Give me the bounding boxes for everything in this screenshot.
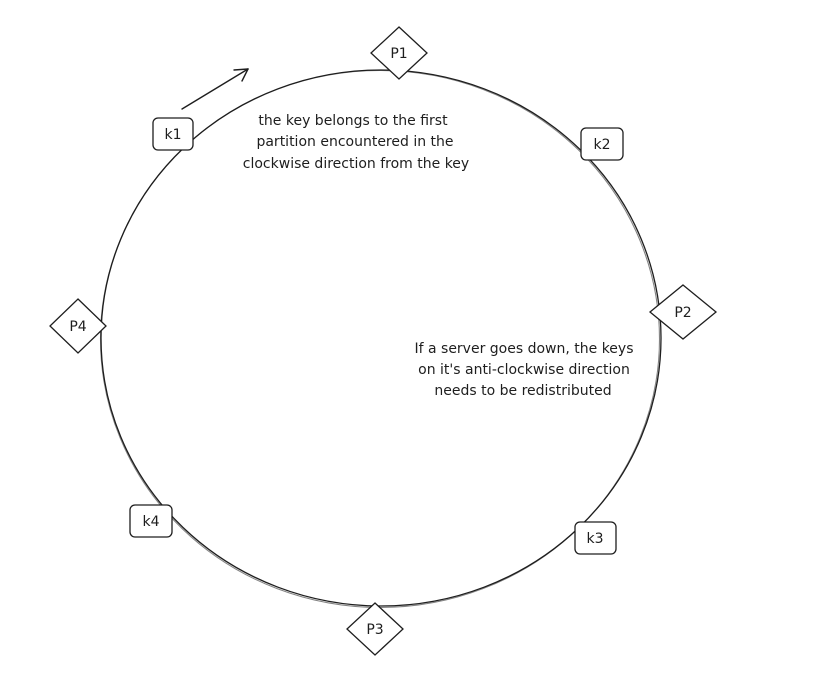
partition-p4-label: P4 <box>69 319 86 335</box>
failure-redistribution-note: If a server goes down, the keys on it's … <box>414 341 633 399</box>
clockwise-note-line-1: the key belongs to the first <box>258 113 448 129</box>
clockwise-arrow-icon <box>181 68 249 110</box>
partition-p2: P2 <box>648 284 718 340</box>
partition-p3-label: P3 <box>366 622 383 638</box>
key-k4: k4 <box>129 504 173 538</box>
failure-note-line-1: If a server goes down, the keys <box>414 341 633 357</box>
key-k4-label: k4 <box>142 514 159 530</box>
partition-p1-label: P1 <box>390 46 407 62</box>
partition-p1: P1 <box>370 26 428 80</box>
failure-note-line-3: needs to be redistributed <box>434 383 611 399</box>
key-k2: k2 <box>580 127 624 161</box>
key-k3: k3 <box>574 521 617 555</box>
clockwise-note-line-2: partition encountered in the <box>256 134 453 150</box>
key-k2-label: k2 <box>593 137 610 153</box>
key-k1-label: k1 <box>164 127 181 143</box>
clockwise-rule-note: the key belongs to the first partition e… <box>243 113 469 172</box>
key-k1: k1 <box>152 117 194 151</box>
key-k3-label: k3 <box>586 531 603 547</box>
partition-p2-label: P2 <box>674 305 691 321</box>
partition-p4: P4 <box>49 298 107 354</box>
partition-p3: P3 <box>346 602 404 656</box>
clockwise-note-line-3: clockwise direction from the key <box>243 156 469 172</box>
failure-note-line-2: on it's anti-clockwise direction <box>418 362 630 378</box>
